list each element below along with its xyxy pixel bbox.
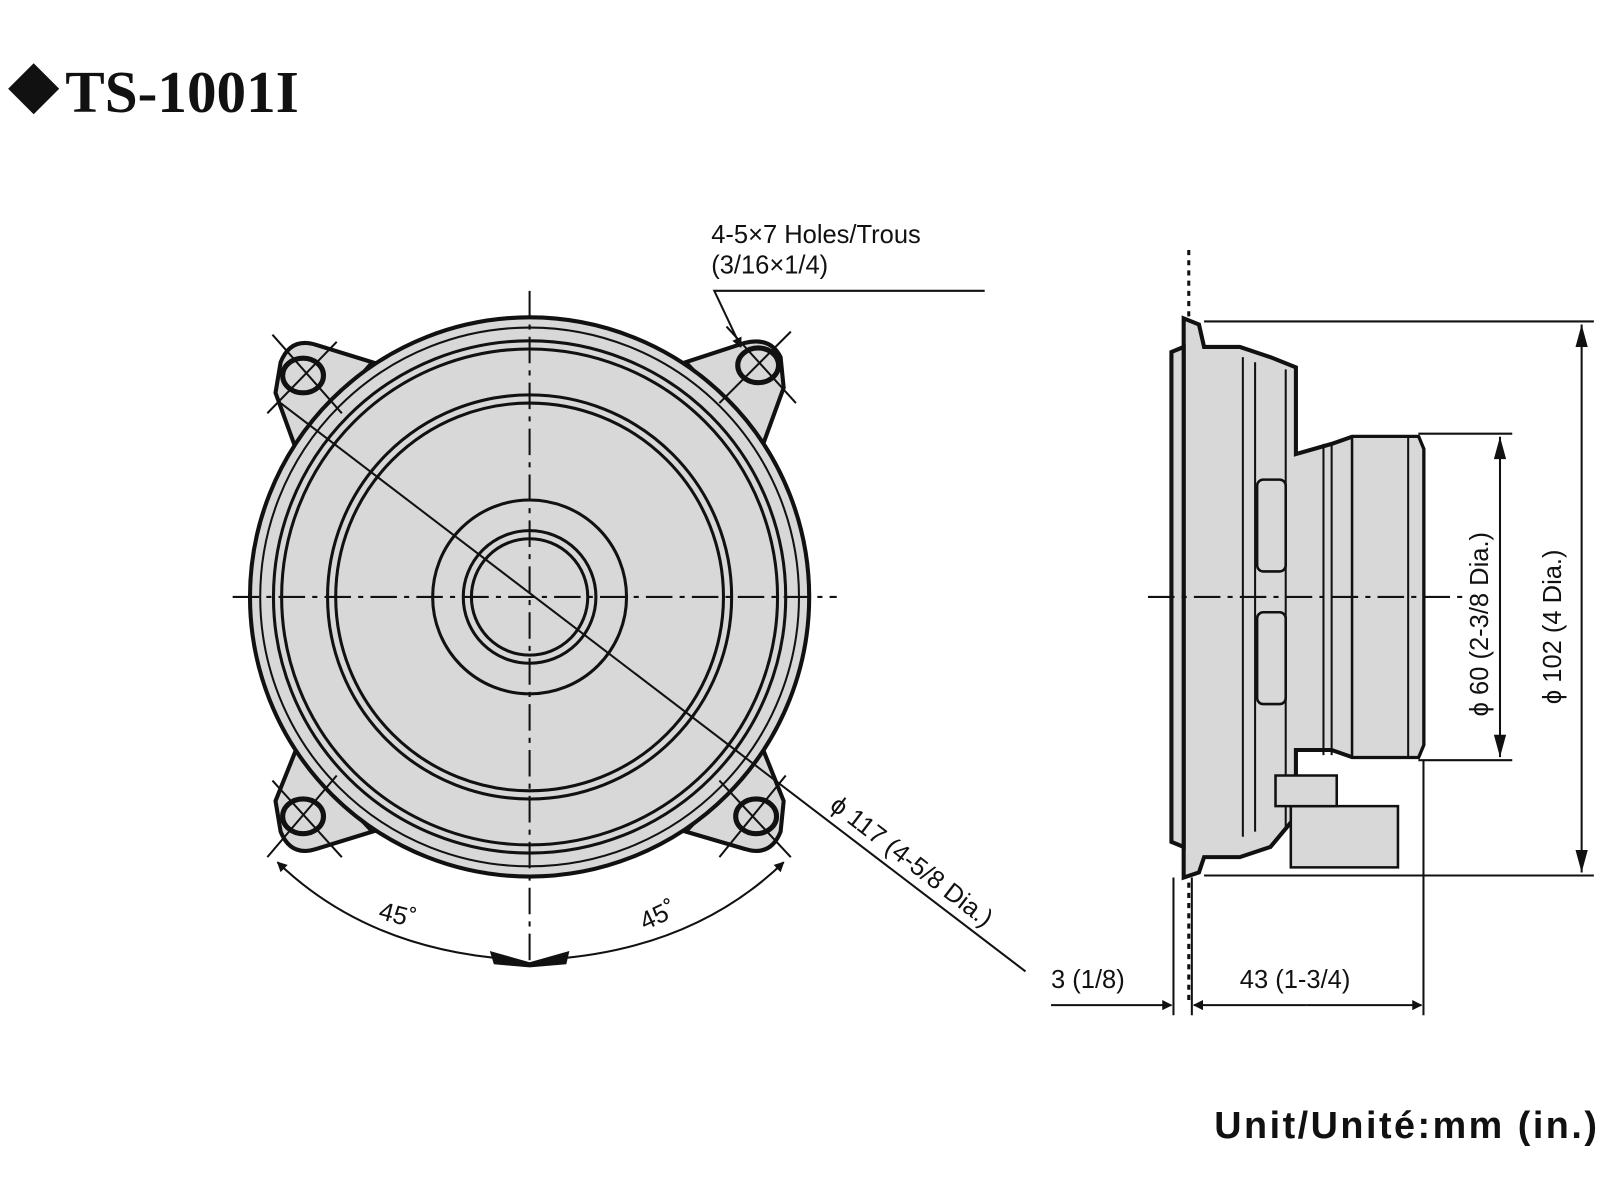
angle-arc-right	[550, 861, 785, 961]
mounting-depth-label: 43 (1-3/4)	[1240, 966, 1351, 994]
magnet-diameter-label: ϕ 60 (2-3/8 Dia.)	[1466, 532, 1494, 716]
flange-thickness-label: 3 (1/8)	[1051, 966, 1125, 994]
outer-diameter-label: ϕ 102 (4 Dia.)	[1539, 549, 1567, 704]
front-view: ϕ 117 (4-5/8 Dia.) 4-5×7 Holes/Trous (3/…	[232, 221, 1027, 973]
angle-label-left: 45˚	[376, 897, 419, 934]
mounting-tabs	[273, 339, 786, 853]
angle-arc-left	[276, 861, 511, 961]
front-diameter-label: ϕ 117 (4-5/8 Dia.)	[825, 791, 998, 933]
diameter-leader-line	[279, 402, 1027, 973]
angle-label-right: 45˚	[636, 895, 681, 936]
unit-note: Unit/Unité:mm (in.)	[1214, 1104, 1597, 1146]
mounting-holes	[266, 325, 797, 858]
terminal-side	[1289, 804, 1400, 869]
side-view: ϕ 102 (4 Dia.) ϕ 60 (2-3/8 Dia.) 3 (1/8)…	[1051, 250, 1594, 1016]
model-title: TS-1001I	[65, 59, 298, 125]
holes-label: 4-5×7 Holes/Trous	[711, 221, 921, 249]
holes-leader-line	[712, 289, 985, 348]
diamond-icon	[8, 63, 60, 115]
holes-label-inches: (3/16×1/4)	[711, 251, 828, 279]
title-block: TS-1001I	[8, 59, 299, 125]
